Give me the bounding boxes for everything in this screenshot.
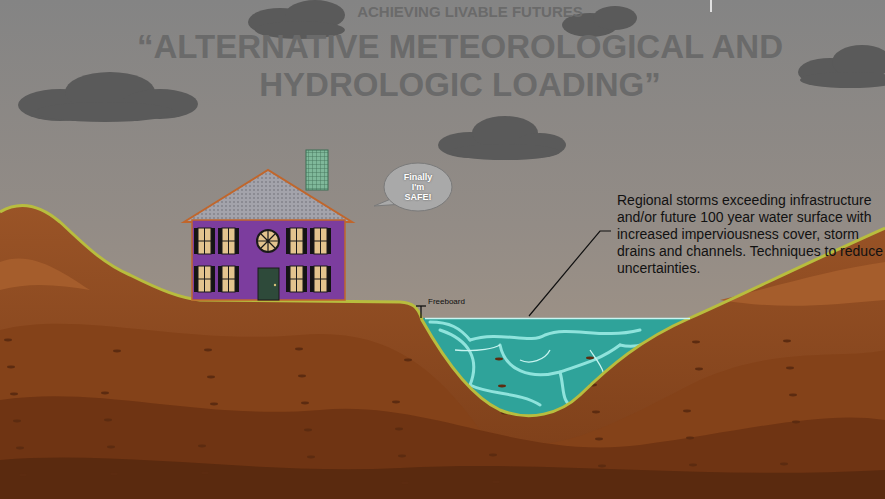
soil-speck (498, 385, 506, 388)
soil-speck (592, 411, 600, 414)
window (310, 228, 331, 254)
soil-speck (686, 437, 694, 440)
soil-speck (586, 357, 594, 360)
soil-speck (13, 420, 21, 423)
soil-speck (395, 428, 403, 431)
soil-speck (695, 368, 703, 371)
soil-speck (110, 473, 118, 476)
window (310, 266, 331, 292)
soil-speck (301, 402, 309, 405)
soil-speck (780, 463, 788, 466)
title: “ALTERNATIVE METEOROLOGICAL AND HYDROLOG… (110, 28, 810, 104)
soil-speck (783, 340, 791, 343)
soil-speck (7, 366, 15, 369)
soil-speck (304, 429, 312, 432)
soil-speck (201, 472, 209, 475)
soil-speck (4, 339, 12, 342)
cloud (798, 45, 885, 88)
soil-speck (207, 376, 215, 379)
bubble-ellipse (384, 163, 452, 211)
soil-speck (786, 367, 794, 370)
round-window-bars (257, 230, 279, 252)
soil-speck (210, 403, 218, 406)
cloud (438, 116, 566, 160)
soil-speck (295, 348, 303, 351)
soil-speck (307, 456, 315, 459)
soil-speck (792, 421, 800, 424)
bubble-content: Finally I'm SAFE! (383, 162, 453, 202)
soil-speck (598, 465, 606, 468)
soil-speck (10, 393, 18, 396)
window (218, 266, 239, 292)
soil-speck (298, 375, 306, 378)
clouds (18, 0, 885, 160)
house-wall (192, 220, 345, 300)
soil-speck (789, 394, 797, 397)
door-knob (274, 284, 276, 286)
window (286, 266, 307, 292)
soil-speck (404, 359, 412, 362)
door (258, 268, 279, 300)
soil-speck (204, 349, 212, 352)
freeboard-label: Freeboard (428, 297, 488, 307)
soil-speck (392, 401, 400, 404)
subtitle: ACHIEVING LIVABLE FUTURES (260, 3, 680, 21)
soil-speck (113, 350, 121, 353)
soil-speck (398, 455, 406, 458)
soil-speck (683, 410, 691, 413)
edge-mark (710, 0, 712, 12)
soil-speck (492, 481, 500, 484)
soil-speck (489, 454, 497, 457)
leader-line (529, 231, 611, 316)
soil-speck (101, 392, 109, 395)
soil-speck (198, 445, 206, 448)
soil-speck (401, 482, 409, 485)
soil-speck (689, 464, 697, 467)
soil-texture (4, 339, 800, 485)
house (184, 150, 352, 300)
soil-speck (104, 419, 112, 422)
roof (184, 170, 352, 222)
speech-bubble: Finally I'm SAFE! (383, 162, 453, 212)
soil-speck (495, 358, 503, 361)
cloud (18, 72, 198, 122)
callout-text: Regional storms exceeding infrastructure… (617, 192, 883, 277)
chimney (306, 150, 328, 190)
soil-speck (107, 446, 115, 449)
water-surface (425, 318, 690, 320)
strata (0, 258, 885, 499)
bubble-text: Finally I'm SAFE! (398, 172, 438, 202)
soil-speck (692, 341, 700, 344)
window (194, 228, 215, 254)
round-window (257, 230, 279, 252)
soil-speck (19, 474, 27, 477)
window (286, 228, 307, 254)
soil-speck (16, 447, 24, 450)
freeboard-marker (416, 306, 426, 318)
soil-speck (595, 438, 603, 441)
window (194, 266, 215, 292)
window (218, 228, 239, 254)
